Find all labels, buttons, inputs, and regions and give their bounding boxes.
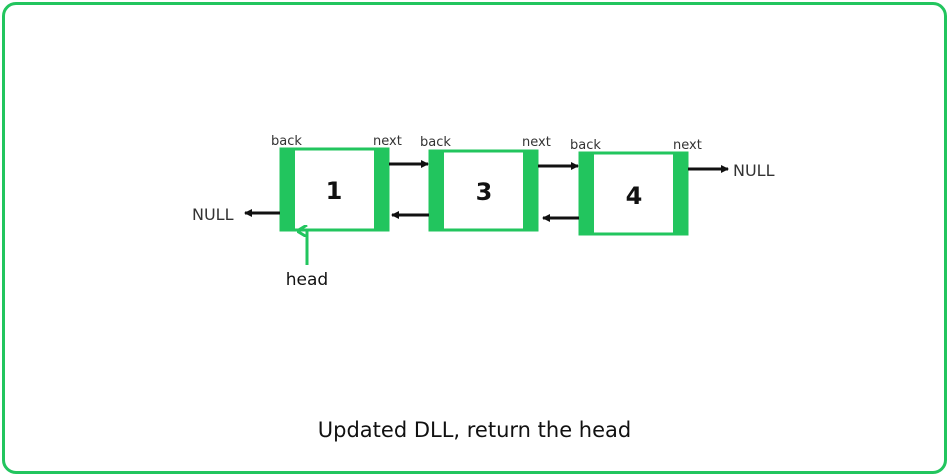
null-left-label: NULL xyxy=(192,205,234,224)
node-1-value: 1 xyxy=(326,177,343,205)
node-3-back-pointer xyxy=(580,153,594,234)
diagram-caption: Updated DLL, return the head xyxy=(317,418,632,442)
node-3-next-pointer xyxy=(673,153,687,234)
node-2-back-label: back xyxy=(420,135,451,150)
null-right-label: NULL xyxy=(733,161,775,180)
node-3-value: 4 xyxy=(626,182,643,210)
node-1-back-pointer xyxy=(281,149,295,230)
node-1-next-label: next xyxy=(373,134,402,149)
node-1-back-label: back xyxy=(271,134,302,149)
node-2-next-label: next xyxy=(522,135,551,150)
node-3: 4 back next xyxy=(570,138,702,236)
node-1: 1 back next xyxy=(271,134,402,232)
node-2-next-pointer xyxy=(523,151,537,230)
node-2: 3 back next xyxy=(420,135,551,232)
node-2-value: 3 xyxy=(476,178,493,206)
node-3-next-label: next xyxy=(673,138,702,153)
node-3-back-label: back xyxy=(570,138,601,153)
node-2-back-pointer xyxy=(430,151,444,230)
head-label: head xyxy=(286,270,328,290)
node-1-next-pointer xyxy=(374,149,388,230)
